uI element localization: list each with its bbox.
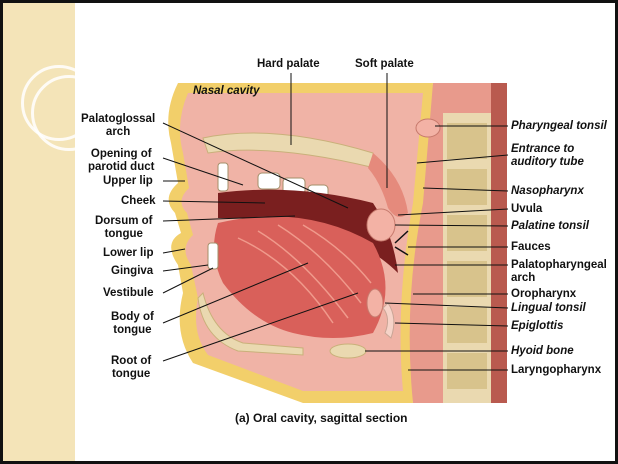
- label-fauces: Fauces: [511, 241, 551, 254]
- lower-teeth: [208, 243, 218, 269]
- label-palatine-tonsil: Palatine tonsil: [511, 220, 589, 233]
- label-body-of-tongue: Body of tongue: [111, 311, 154, 337]
- hyoid-bone: [330, 344, 366, 358]
- label-soft-palate: Soft palate: [355, 58, 414, 71]
- back-muscle: [491, 83, 507, 403]
- label-palatopharyngeal-arch: Palatopharyngeal arch: [511, 259, 607, 285]
- label-uvula: Uvula: [511, 203, 542, 216]
- label-vestibule: Vestibule: [103, 287, 154, 300]
- pharyngeal-tonsil: [416, 119, 440, 137]
- label-hyoid-bone: Hyoid bone: [511, 345, 574, 358]
- label-laryngopharynx: Laryngopharynx: [511, 364, 601, 377]
- label-epiglottis: Epiglottis: [511, 320, 563, 333]
- label-palatoglossal-arch: Palatoglossal arch: [81, 113, 155, 139]
- label-cheek: Cheek: [121, 195, 156, 208]
- label-gingiva: Gingiva: [111, 265, 153, 278]
- label-nasal-cavity: Nasal cavity: [193, 85, 260, 98]
- label-root-of-tongue: Root of tongue: [111, 355, 151, 381]
- label-dorsum-of-tongue: Dorsum of tongue: [95, 215, 153, 241]
- label-parotid-duct: Opening of parotid duct: [88, 148, 154, 174]
- label-pharyngeal-tonsil: Pharyngeal tonsil: [511, 120, 607, 133]
- lingual-tonsil: [367, 289, 383, 317]
- label-lower-lip: Lower lip: [103, 247, 153, 260]
- palatine-tonsil: [367, 209, 395, 241]
- label-upper-lip: Upper lip: [103, 175, 153, 188]
- label-hard-palate: Hard palate: [257, 58, 320, 71]
- label-nasopharynx: Nasopharynx: [511, 185, 584, 198]
- label-lingual-tonsil: Lingual tonsil: [511, 302, 586, 315]
- label-oropharynx: Oropharynx: [511, 288, 576, 301]
- label-auditory-tube: Entrance to auditory tube: [511, 143, 584, 169]
- figure-caption: (a) Oral cavity, sagittal section: [235, 411, 408, 425]
